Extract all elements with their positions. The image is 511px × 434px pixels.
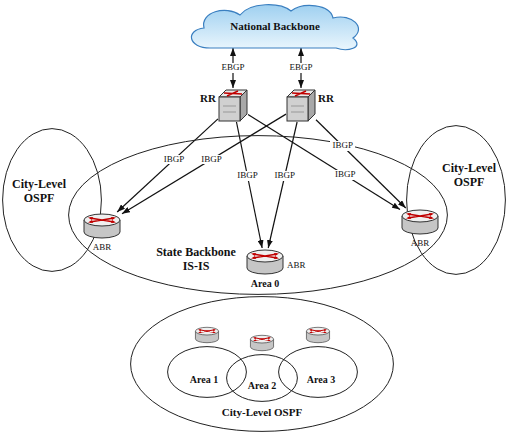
area-region: Area 1 (167, 346, 247, 398)
ellipse-outline (406, 125, 506, 275)
edge-label: IBGP (162, 155, 187, 165)
region-outline (227, 355, 298, 402)
region-outline (407, 126, 506, 275)
connector (122, 114, 286, 214)
connector (268, 122, 297, 248)
reflector-icon (287, 90, 315, 121)
node-label: State Backbone IS-IS (151, 246, 241, 274)
abr-router: ABRArea 0 (245, 248, 285, 276)
rr-outline (286, 88, 316, 122)
connector (316, 120, 406, 208)
router-icon (195, 327, 218, 342)
router-outline (400, 208, 440, 236)
region-outline (168, 347, 247, 398)
ospf-region: City-Level OSPF (406, 125, 506, 275)
node-sublabel: Area 0 (240, 278, 290, 290)
edge-label: IBGP (273, 171, 298, 181)
region-outline (3, 129, 102, 272)
edge-label: IBGP (235, 171, 260, 181)
node-label: National Backbone (180, 20, 370, 33)
router-icon (306, 327, 329, 342)
node-label: RR (198, 92, 216, 105)
area-region: Area 3 (278, 346, 358, 398)
region-outline (279, 347, 358, 398)
node-label: Area 1 (179, 374, 229, 386)
node-label: City-Level OSPF (8, 178, 70, 206)
router-outline (245, 248, 285, 276)
abr-router: ABR (400, 208, 440, 236)
node-label: City-Level OSPF (438, 162, 500, 190)
edge-label: IBGP (333, 170, 358, 180)
router-outline (82, 212, 122, 240)
router-icon (402, 210, 438, 234)
rr-outline (218, 88, 248, 122)
node-label: ABR (82, 242, 122, 252)
connector (248, 114, 400, 209)
abr-router: ABR (82, 212, 122, 240)
ellipse-outline (278, 346, 358, 398)
route-reflector: RR (286, 88, 316, 122)
region-outline (131, 297, 394, 432)
ospf-region: City-Level OSPF Area 1 Area 2 Area 3 (130, 296, 394, 432)
cloud-node: National Backbone (180, 2, 370, 52)
node-label: ABR (400, 238, 440, 248)
connector (117, 119, 218, 212)
node-label: City-Level OSPF (212, 406, 312, 419)
node-label: Area 2 (237, 380, 287, 392)
edge-label: EBGP (219, 63, 246, 73)
edge-label: IBGP (199, 155, 224, 165)
connector (236, 122, 262, 248)
router-icon (247, 250, 283, 274)
ellipse-outline (167, 346, 247, 398)
route-reflector: RR (218, 88, 248, 122)
router-icon (84, 214, 120, 238)
reflector-icon (219, 90, 247, 121)
ospf-region: City-Level OSPF (2, 128, 102, 272)
area-region: Area 2 (226, 354, 298, 402)
region-outline (69, 136, 448, 295)
node-label: ABR (287, 260, 313, 270)
edge-label: EBGP (287, 63, 314, 73)
edge-label: IBGP (330, 141, 355, 151)
ellipse-outline (226, 354, 298, 402)
node-label: Area 3 (296, 374, 346, 386)
node-label: RR (318, 92, 338, 105)
router-icon (250, 335, 273, 350)
